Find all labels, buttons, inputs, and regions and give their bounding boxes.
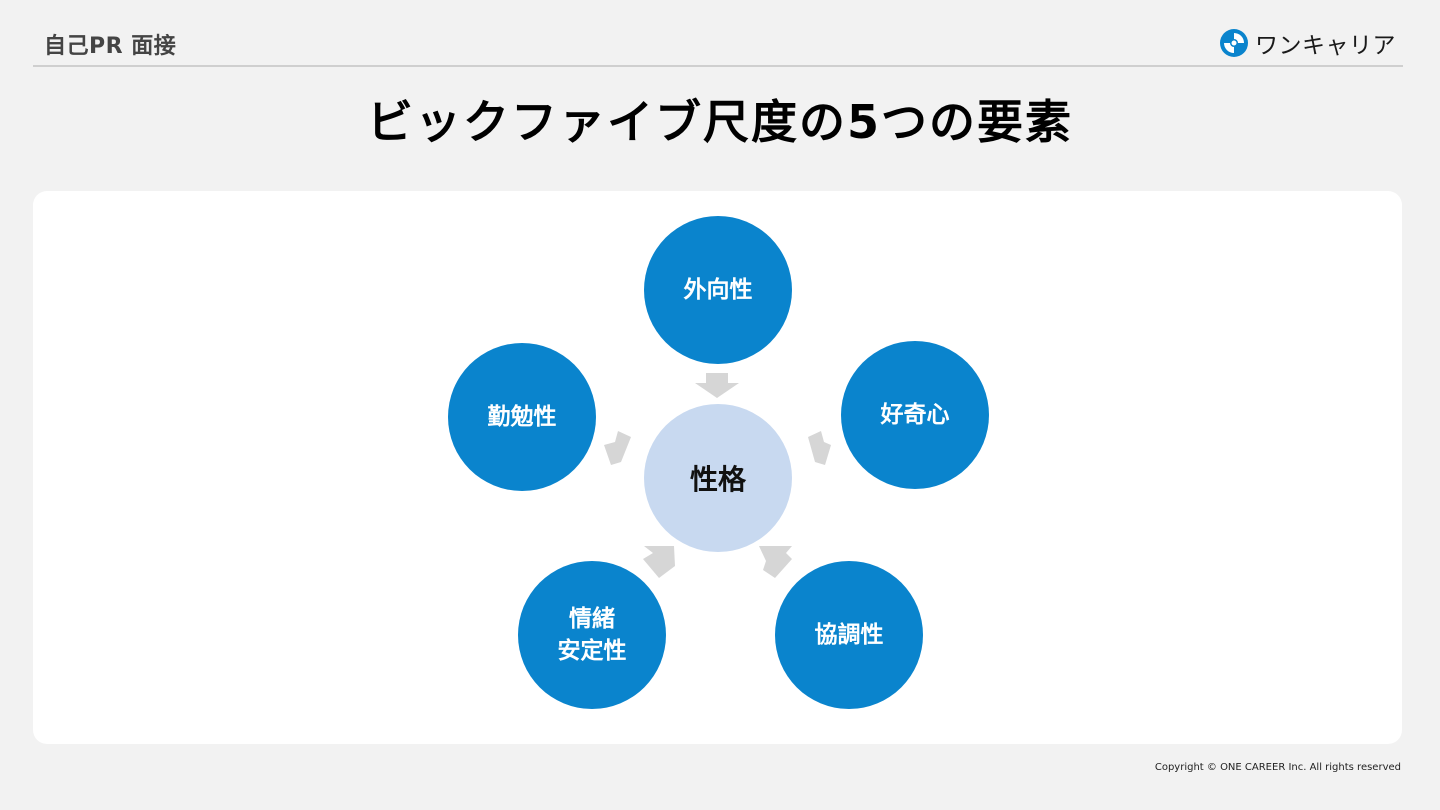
onecareer-logo-icon xyxy=(1220,29,1248,57)
copyright-text: Copyright © ONE CAREER Inc. All rights r… xyxy=(1154,762,1401,773)
arrow-from-agreeableness xyxy=(759,546,792,578)
arrow-from-conscientiousness xyxy=(604,431,631,465)
diagram-panel: 性格 外向性 好奇心 協調性 情緒 安定性 勤勉性 xyxy=(33,191,1402,744)
arrows-layer xyxy=(604,373,831,578)
openness-node: 好奇心 xyxy=(841,341,989,489)
arrow-from-extraversion xyxy=(695,373,739,398)
logo-text: ワンキャリア xyxy=(1255,33,1396,59)
extraversion-node: 外向性 xyxy=(644,216,792,364)
personality-center-node: 性格 xyxy=(644,404,792,552)
conscientiousness-node: 勤勉性 xyxy=(448,343,596,491)
header-divider xyxy=(33,65,1403,67)
brand-logo: ワンキャリア xyxy=(1219,26,1396,60)
arrow-from-neuroticism xyxy=(643,546,675,578)
page-title: ビックファイブ尺度の5つの要素 xyxy=(366,95,1073,149)
arrow-from-openness xyxy=(808,431,831,465)
section-label: 自己PR 面接 xyxy=(44,34,177,59)
emotional-stability-node: 情緒 安定性 xyxy=(518,561,666,709)
agreeableness-node: 協調性 xyxy=(775,561,923,709)
